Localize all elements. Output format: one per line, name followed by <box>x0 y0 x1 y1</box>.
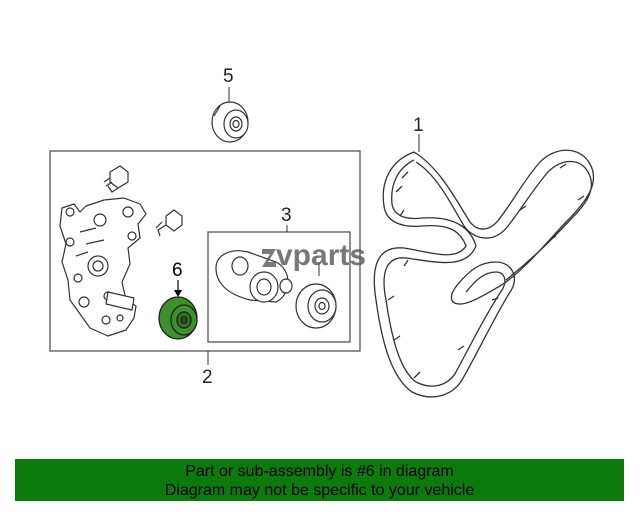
callout-1-number: 1 <box>413 115 424 136</box>
mounting-bracket <box>59 197 147 337</box>
banner-line-1: Part or sub-assembly is #6 in diagram <box>185 463 454 480</box>
bracket-assembly-frame <box>49 150 361 352</box>
watermark-logo-icon <box>262 249 276 267</box>
idler-pulley-part <box>211 101 249 143</box>
info-banner: Part or sub-assembly is #6 in diagram Di… <box>15 459 624 501</box>
callout-5[interactable]: 5 <box>223 66 234 104</box>
bolt-lower <box>155 209 183 237</box>
tensioner-pulley <box>295 283 337 329</box>
drive-belt <box>373 149 595 398</box>
callout-5-number: 5 <box>223 66 234 87</box>
vparts-watermark: vparts <box>262 239 366 272</box>
tensioner-assembly-frame <box>207 231 351 343</box>
callout-2[interactable]: 2 <box>202 351 213 388</box>
banner-line-2: Diagram may not be specific to your vehi… <box>164 482 475 499</box>
callout-3[interactable]: 3 <box>281 205 292 232</box>
callout-6[interactable]: 6 <box>172 260 183 297</box>
bolt-upper <box>103 165 129 193</box>
callout-1[interactable]: 1 <box>413 115 424 152</box>
highlighted-pulley-part[interactable] <box>158 296 198 340</box>
callout-3-number: 3 <box>281 205 292 226</box>
watermark-text: vparts <box>276 239 366 272</box>
callout-6-number: 6 <box>172 260 183 281</box>
callout-2-number: 2 <box>202 367 213 388</box>
